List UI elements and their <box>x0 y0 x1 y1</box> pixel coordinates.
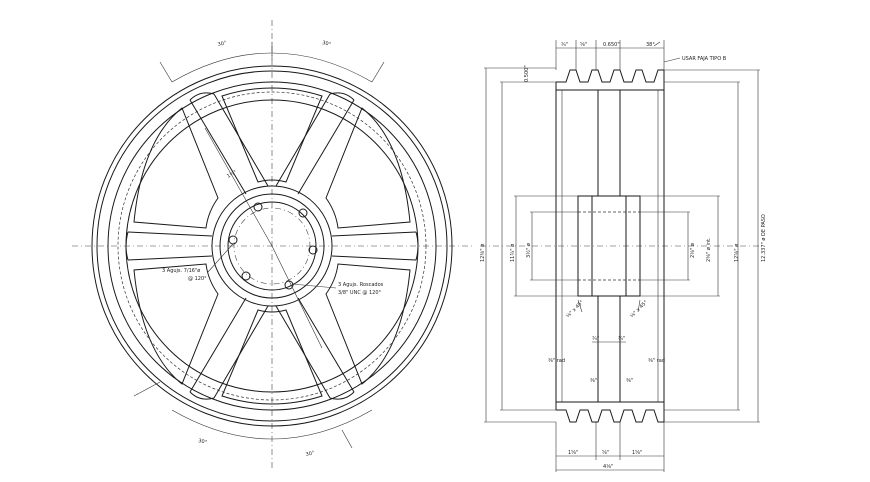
bottom-dim-3: 1⅝" <box>632 450 642 456</box>
hole-note-right-line2: 3/8" UNC @ 120° <box>338 290 382 296</box>
chamfer-right: ⅛" x 45° <box>629 299 649 319</box>
groove-dim-2: ⅝" <box>580 42 587 48</box>
section-view: ¾" ⅝" 0.650" 38° USAR FAJA TIPO B 0.500"… <box>480 40 767 472</box>
hole-note-left-line1: 3 Agujs. 7/16"ø <box>162 268 200 274</box>
front-view: 30° 30° 30° 30° 1½" 3 Agujs. 7/16"ø @ 12… <box>72 20 472 470</box>
web-dim-2: ¾" <box>618 336 625 342</box>
hub-hole-2 <box>298 208 308 218</box>
outer-rim-circle-2 <box>96 70 448 422</box>
dia-bore: 2⅛" ø <box>690 243 696 258</box>
bottom-grooves <box>556 409 664 423</box>
fillet-1: ⅜" <box>590 378 597 384</box>
top-grooves <box>556 69 664 83</box>
hub-inner-circle <box>227 201 317 291</box>
rim-radius-left: ⅜" rad <box>548 358 565 364</box>
dia-rim-inner: 11¾" ø <box>510 244 516 262</box>
angle-label-bottom-right: 30° <box>305 450 315 458</box>
dia-pitch-2: 12.337" ø DE PASO <box>761 214 767 262</box>
hub-outer-circle <box>211 185 333 307</box>
bottom-dim-2: ⅝" <box>602 450 609 456</box>
overall-width: 4⅛" <box>603 464 613 470</box>
angle-label-top-right: 30° <box>322 40 332 48</box>
fillet-2: ⅜" <box>626 378 633 384</box>
dia-hub-mid: 2⅜" ø int. <box>706 237 712 262</box>
side-dim-1: 0.500" <box>524 65 530 82</box>
hub-section <box>577 195 641 297</box>
dia-outer: 12⅜" ø <box>480 244 486 262</box>
groove-dim-3: 0.650" <box>603 42 620 48</box>
web-dim-1: ¾" <box>592 336 599 342</box>
chamfer-left: ⅛" x 45° <box>565 299 585 319</box>
hole-note-right-line1: 3 Agujs. Roscados <box>338 282 384 288</box>
hub-hole-3 <box>228 235 238 245</box>
bottom-dim-1: 1⅝" <box>568 450 578 456</box>
rim-radius-right: ⅜" rad <box>648 358 665 364</box>
rim-hidden-circle <box>117 91 427 401</box>
angle-label-bottom-left: 30° <box>198 438 208 446</box>
angle-arc-bottom <box>171 409 373 440</box>
hub-hole-4 <box>308 245 318 255</box>
bolt-circle <box>233 207 311 285</box>
rim-inner-circle <box>107 81 437 411</box>
web-openings <box>133 87 411 405</box>
spoke-width-label: 1½" <box>226 169 238 180</box>
hub-mid-circle <box>219 193 325 299</box>
angle-label-top-left: 30° <box>217 40 227 48</box>
outer-rim-circle <box>91 65 453 427</box>
dia-hub-outer: 3½" ø <box>525 243 532 258</box>
hole-note-left-line2: @ 120° <box>188 276 207 282</box>
spokes <box>125 92 419 400</box>
belt-type-note: USAR FAJA TIPO B <box>682 56 727 62</box>
hub-hole-1 <box>253 202 263 212</box>
hub-hole-5 <box>241 271 251 281</box>
dia-pitch-1: 12⅝" ø <box>734 244 740 262</box>
groove-angle: 38° <box>646 42 655 48</box>
groove-dim-1: ¾" <box>561 42 568 48</box>
